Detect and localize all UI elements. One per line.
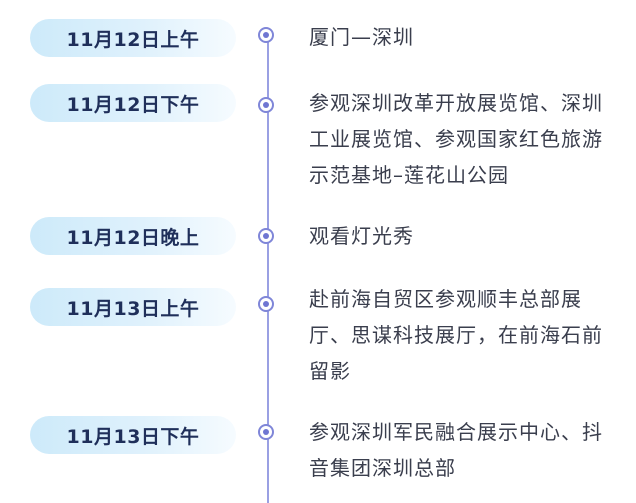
time-label: 11月12日上午: [30, 19, 236, 57]
time-text: 11月12日上午: [66, 28, 200, 51]
timeline-dot-icon: [258, 296, 274, 312]
time-text: 11月13日下午: [66, 425, 200, 448]
time-label: 11月13日上午: [30, 288, 236, 326]
schedule-description: 参观深圳改革开放展览馆、深圳工业展览馆、参观国家红色旅游示范基地–莲花山公园: [309, 91, 603, 187]
schedule-description: 厦门—深圳: [309, 25, 414, 49]
time-label: 11月13日下午: [30, 416, 236, 454]
time-label: 11月12日下午: [30, 84, 236, 122]
time-text: 11月13日上午: [66, 297, 200, 320]
timeline-dot-icon: [258, 228, 274, 244]
timeline-dot-icon: [258, 424, 274, 440]
schedule-description: 赴前海自贸区参观顺丰总部展厅、思谋科技展厅，在前海石前留影: [309, 287, 603, 383]
schedule-description: 参观深圳军民融合展示中心、抖音集团深圳总部: [309, 420, 603, 480]
time-text: 11月12日下午: [66, 93, 200, 116]
timeline-dot-icon: [258, 97, 274, 113]
time-text: 11月12日晚上: [66, 226, 200, 249]
time-label: 11月12日晚上: [30, 217, 236, 255]
schedule-description: 观看灯光秀: [309, 224, 414, 248]
timeline-axis: [267, 30, 269, 503]
timeline-dot-icon: [258, 27, 274, 43]
